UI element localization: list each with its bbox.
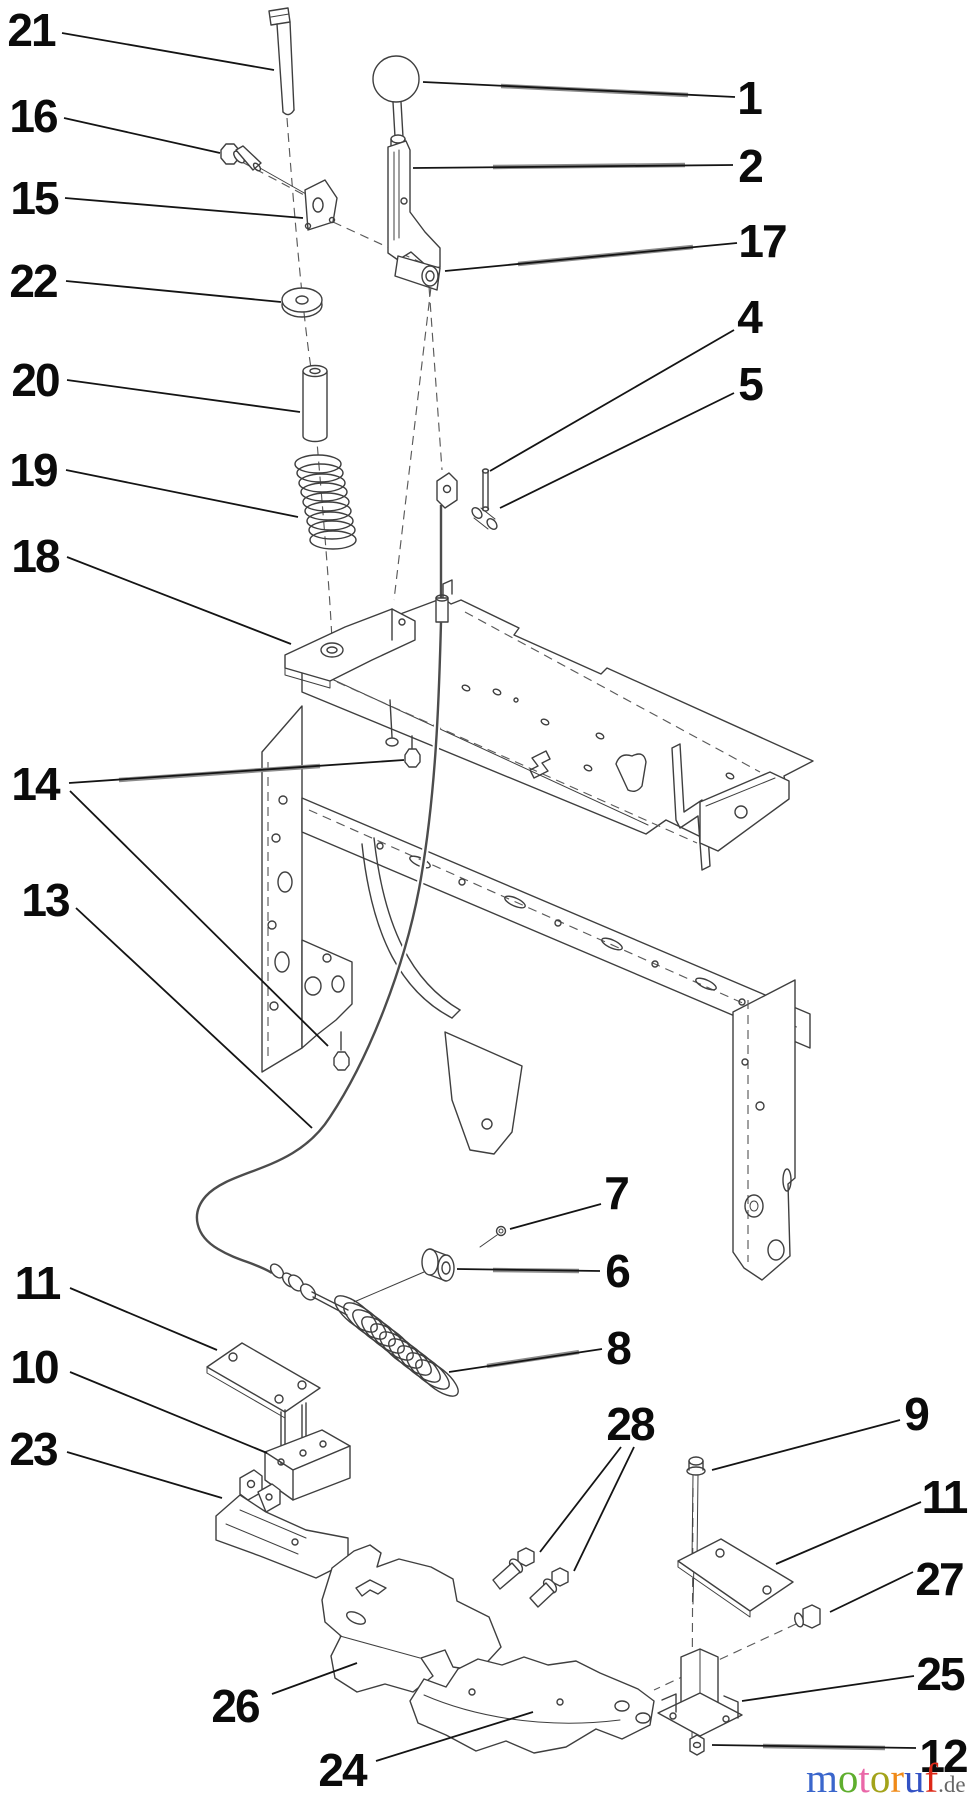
knob-1 bbox=[372, 55, 420, 103]
callout-1: 1 bbox=[737, 72, 763, 124]
callout-23: 23 bbox=[9, 1423, 58, 1475]
callout-13: 13 bbox=[21, 874, 70, 926]
callout-11-right: 11 bbox=[921, 1471, 969, 1523]
callout-15: 15 bbox=[10, 172, 59, 224]
bracket-25 bbox=[657, 1648, 743, 1737]
bottom-left-stack bbox=[206, 1342, 655, 1754]
motoruf-logo: motoruf.de bbox=[806, 1758, 966, 1799]
callout-17: 17 bbox=[738, 215, 787, 267]
leader-lines bbox=[61, 32, 922, 1762]
logo-letter: u bbox=[903, 1755, 925, 1800]
nut-12 bbox=[689, 1734, 705, 1756]
bolt-28b bbox=[529, 1567, 569, 1608]
logo-letter: m bbox=[806, 1755, 838, 1800]
callout-2: 2 bbox=[738, 140, 764, 192]
logo-tld: .de bbox=[938, 1772, 966, 1797]
callout-20: 20 bbox=[11, 354, 60, 406]
plate-15 bbox=[304, 179, 338, 231]
callout-12: 12 bbox=[919, 1730, 968, 1782]
callout-10: 10 bbox=[10, 1341, 59, 1393]
callout-7: 7 bbox=[604, 1167, 630, 1219]
bolt-9 bbox=[686, 1456, 706, 1605]
pin-5 bbox=[471, 507, 498, 530]
logo-letter: r bbox=[890, 1755, 904, 1800]
nut-14-upper bbox=[404, 748, 421, 768]
callout-19: 19 bbox=[9, 444, 58, 496]
callout-8: 8 bbox=[606, 1322, 632, 1374]
callout-11-left: 11 bbox=[14, 1257, 62, 1309]
nut-14-lower bbox=[333, 1051, 350, 1071]
pin-7 bbox=[479, 1225, 507, 1248]
centerlines bbox=[241, 117, 797, 1739]
callout-26: 26 bbox=[211, 1680, 260, 1732]
shift-lever-assembly bbox=[372, 55, 441, 291]
screw-16 bbox=[220, 143, 307, 195]
callout-4: 4 bbox=[737, 291, 763, 343]
washer-22 bbox=[281, 287, 323, 318]
callout-5: 5 bbox=[738, 358, 764, 410]
lower-spring-group bbox=[334, 1225, 507, 1397]
logo-letter: o bbox=[869, 1755, 891, 1800]
pivot-bushing-17 bbox=[421, 265, 439, 287]
spacer-20 bbox=[302, 364, 328, 443]
nut-27 bbox=[794, 1604, 821, 1629]
mount-26 bbox=[321, 1544, 502, 1693]
bracket-18 bbox=[284, 608, 416, 689]
spring-19 bbox=[294, 454, 357, 550]
logo-letter: o bbox=[837, 1755, 859, 1800]
plate-11-right bbox=[677, 1538, 794, 1618]
spring-8 bbox=[334, 1295, 459, 1397]
callout-22: 22 bbox=[9, 255, 58, 307]
callout-27: 27 bbox=[915, 1553, 964, 1605]
left-fastener-column bbox=[220, 7, 416, 689]
callout-25: 25 bbox=[916, 1648, 965, 1700]
clevis-and-pins bbox=[436, 468, 498, 530]
logo-letter: f bbox=[924, 1755, 939, 1800]
callout-16: 16 bbox=[9, 90, 58, 142]
callout-24: 24 bbox=[318, 1744, 367, 1796]
pin-4 bbox=[482, 470, 489, 510]
logo-letter: t bbox=[858, 1755, 870, 1800]
callout-14: 14 bbox=[11, 758, 60, 810]
callout-18: 18 bbox=[11, 530, 60, 582]
frame-chassis bbox=[261, 579, 814, 1281]
callout-28: 28 bbox=[606, 1398, 655, 1450]
bracket-10 bbox=[264, 1402, 351, 1501]
bracket-23 bbox=[215, 1469, 349, 1579]
callout-6: 6 bbox=[605, 1245, 631, 1297]
plate-11-left bbox=[206, 1342, 321, 1419]
bushing-6 bbox=[421, 1248, 455, 1282]
lever-2 bbox=[387, 140, 441, 270]
bolt-28a bbox=[492, 1547, 535, 1590]
callout-9: 9 bbox=[904, 1388, 930, 1440]
bottom-right-group bbox=[657, 1456, 821, 1756]
callout-21: 21 bbox=[7, 4, 56, 56]
cable bbox=[193, 505, 449, 1316]
